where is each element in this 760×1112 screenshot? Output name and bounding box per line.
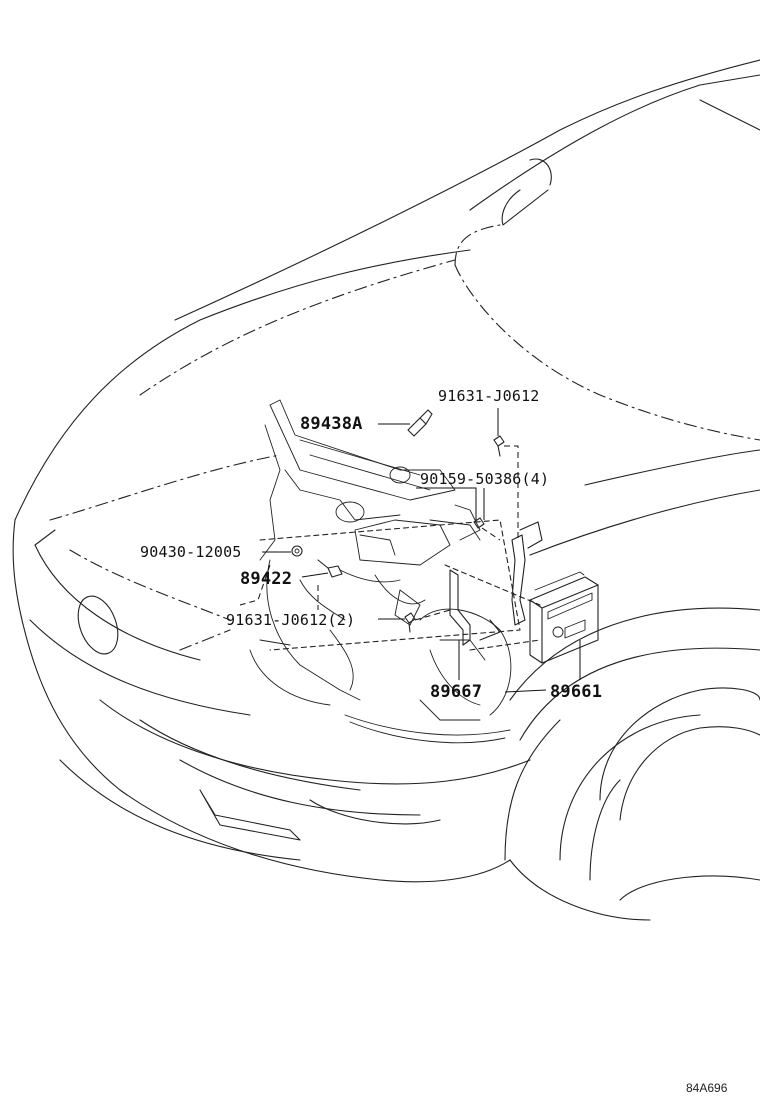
- bolt-91631-j0612-lower-icon: [404, 612, 416, 633]
- sensor-89438a-icon: [407, 409, 433, 437]
- car-body-outline: [12, 59, 760, 921]
- label-89422: 89422: [240, 569, 292, 589]
- washer-90430-12005-icon: [291, 545, 303, 557]
- label-90430-12005: 90430-12005: [140, 543, 242, 561]
- label-91631-j0612-2: 91631-J0612(2): [226, 611, 355, 629]
- label-89661: 89661: [550, 682, 602, 702]
- label-89667: 89667: [430, 682, 482, 702]
- engine-assembly: [249, 399, 541, 744]
- label-91631-j0612-top: 91631-J0612: [438, 387, 540, 405]
- label-89438a: 89438A: [300, 414, 363, 434]
- sensor-89422-icon: [317, 559, 343, 578]
- bracket-89667: [449, 521, 543, 646]
- label-90159-50386: 90159-50386(4): [420, 470, 549, 488]
- leader-lines: [239, 408, 581, 693]
- bolt-90159-50386-icon: [473, 517, 485, 529]
- ecu-89661: [529, 571, 599, 664]
- diagram-reference-code: 84A696: [686, 1081, 728, 1095]
- bolt-91631-j0612-top-icon: [493, 435, 505, 457]
